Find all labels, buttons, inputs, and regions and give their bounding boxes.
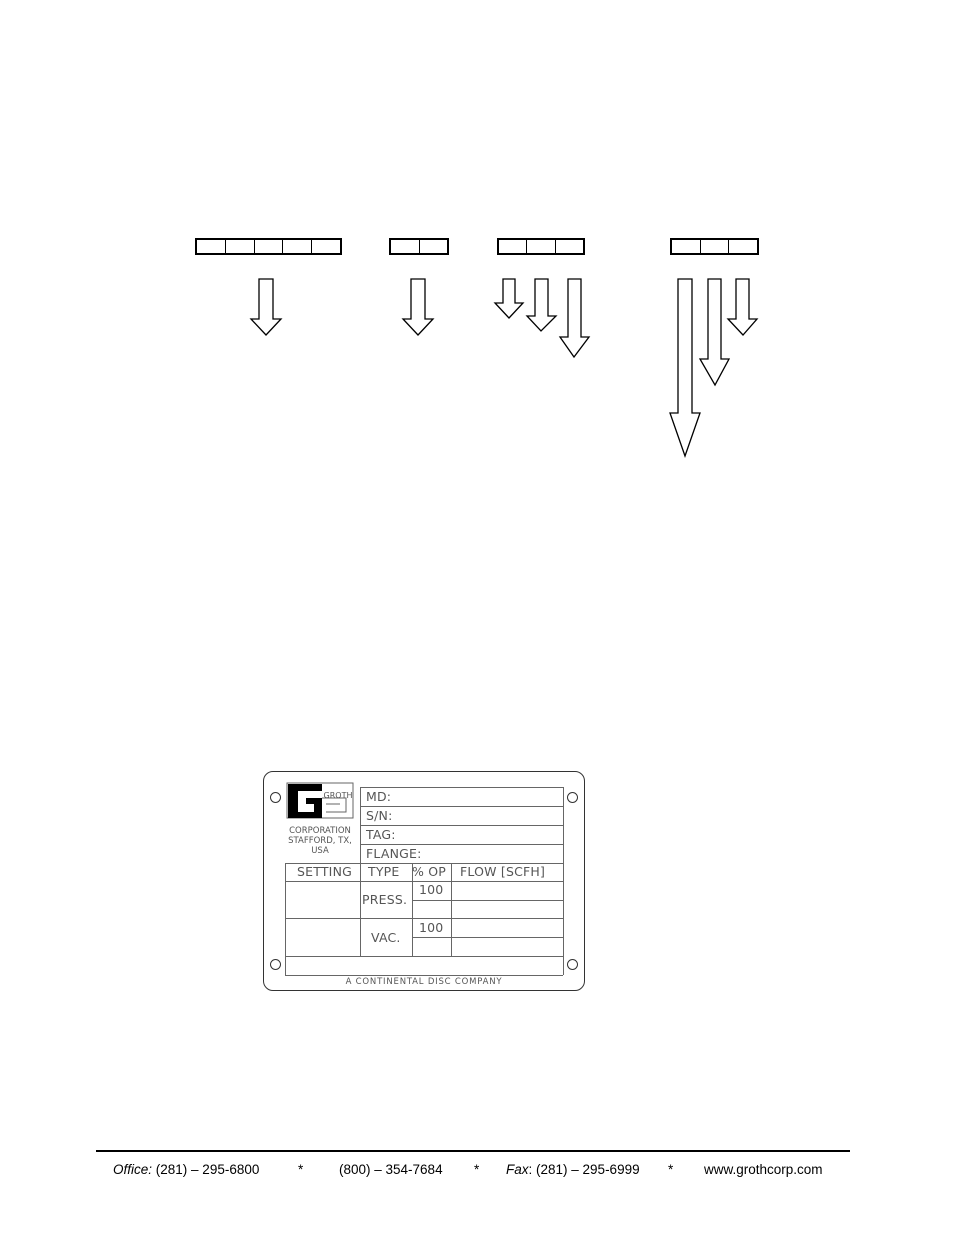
code-box-2 xyxy=(389,238,449,255)
nameplate: GROTH CORPORATION STAFFORD, TX, USA MD: … xyxy=(263,771,585,991)
fax-label: Fax xyxy=(506,1162,529,1177)
code-arrows xyxy=(249,278,759,458)
logo-text: GROTH xyxy=(323,791,353,800)
footer-sep: * xyxy=(668,1162,674,1177)
arrow-down-icon xyxy=(669,278,701,458)
footer-rule xyxy=(96,1150,850,1152)
company-line: CORPORATION xyxy=(289,826,351,836)
field-sn: S/N: xyxy=(366,808,393,823)
footer-fax: Fax: (281) – 295-6999 xyxy=(506,1162,640,1177)
footer-website[interactable]: www.grothcorp.com xyxy=(704,1162,823,1177)
mounting-hole-icon xyxy=(567,792,578,803)
code-box-4 xyxy=(670,238,759,255)
code-box-1 xyxy=(195,238,342,255)
groth-logo xyxy=(286,782,354,819)
arrow-down-icon xyxy=(249,278,283,336)
company-line: USA xyxy=(311,846,329,856)
field-flange: FLANGE: xyxy=(366,846,422,861)
row-percent-press: 100 xyxy=(419,882,444,897)
row-type-vac: VAC. xyxy=(371,930,401,945)
fax-phone: : (281) – 295-6999 xyxy=(528,1162,640,1177)
footer-sep: * xyxy=(474,1162,480,1177)
header-setting: SETTING xyxy=(297,864,353,879)
arrow-down-icon xyxy=(525,278,558,332)
mounting-hole-icon xyxy=(270,959,281,970)
office-phone: (281) – 295-6800 xyxy=(155,1162,260,1177)
arrow-down-icon xyxy=(558,278,591,359)
company-line: STAFFORD, TX, xyxy=(288,836,352,846)
arrow-down-icon xyxy=(401,278,435,336)
footer-office: Office: (281) – 295-6800 xyxy=(113,1162,259,1177)
mounting-hole-icon xyxy=(270,792,281,803)
field-md: MD: xyxy=(366,789,392,804)
code-box-3 xyxy=(497,238,585,255)
header-flow: FLOW [SCFH] xyxy=(460,864,546,879)
office-label: Office: xyxy=(113,1162,153,1177)
field-tag: TAG: xyxy=(366,827,396,842)
footer-toll-free: (800) – 354-7684 xyxy=(339,1162,443,1177)
row-type-press: PRESS. xyxy=(362,892,408,907)
mounting-hole-icon xyxy=(567,959,578,970)
arrow-down-icon xyxy=(726,278,759,336)
header-type: TYPE xyxy=(368,864,400,879)
header-percent-op: % OP xyxy=(412,864,447,879)
row-percent-vac: 100 xyxy=(419,920,444,935)
arrow-down-icon xyxy=(493,278,525,319)
footer-sep: * xyxy=(298,1162,304,1177)
arrow-down-icon xyxy=(698,278,731,387)
bottom-text: A CONTINENTAL DISC COMPANY xyxy=(345,977,503,987)
